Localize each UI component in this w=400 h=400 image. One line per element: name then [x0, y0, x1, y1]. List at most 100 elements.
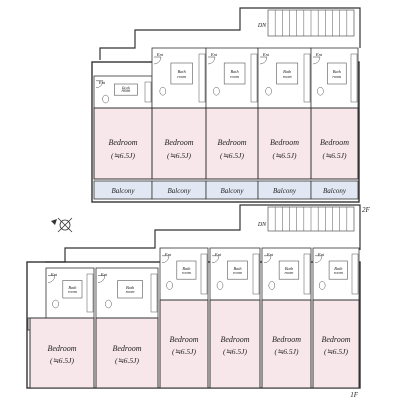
entrance-label: Ent	[214, 252, 222, 257]
door-swing-icon	[312, 56, 321, 65]
bathtub-icon	[114, 83, 138, 96]
bedroom-size: (≒6.5J)	[172, 347, 196, 356]
entrance-label: Ent	[317, 252, 325, 257]
bedroom	[29, 317, 95, 389]
bathtub-icon	[62, 280, 83, 299]
stair-label: DN	[257, 222, 267, 228]
bath-label: room	[68, 289, 77, 294]
entrance-label: Ent	[98, 80, 106, 85]
bath-label: Bath	[334, 266, 342, 271]
bedroom	[261, 299, 312, 389]
bathtub-icon	[176, 260, 197, 280]
bedroom-size: (≒6.5J)	[273, 151, 297, 160]
bath-label: Bath	[233, 266, 241, 271]
entrance-label: Ent	[156, 52, 164, 57]
door-swing-icon	[207, 56, 216, 65]
bathtub-icon	[227, 260, 248, 280]
sink-icon	[200, 253, 208, 295]
bedroom	[310, 107, 359, 180]
bedroom-label: Bedroom	[112, 344, 141, 353]
sink-icon	[351, 253, 359, 295]
door-swing-icon	[161, 255, 170, 264]
toilet-icon	[102, 94, 109, 104]
north-arrow-icon	[51, 217, 73, 233]
corridor-outline	[99, 7, 361, 60]
bathtub-icon	[327, 62, 347, 85]
sink-icon	[150, 273, 158, 313]
toilet-icon	[213, 86, 220, 96]
door-swing-icon	[263, 255, 272, 264]
bedroom-size: (≒6.5J)	[324, 347, 348, 356]
door-swing-icon	[211, 255, 220, 264]
bedroom-size: (≒6.5J)	[220, 151, 244, 160]
bedroom	[312, 299, 360, 389]
bedroom-label: Bedroom	[220, 335, 249, 344]
bedroom	[159, 299, 209, 389]
bedroom-label: Bedroom	[169, 335, 198, 344]
bedroom-label: Bedroom	[164, 138, 193, 147]
toilet-icon	[166, 281, 173, 290]
bedroom-size: (≒6.5J)	[323, 151, 347, 160]
entrance-label: Ent	[315, 52, 323, 57]
bedroom	[205, 107, 259, 180]
bathtub-icon	[276, 62, 299, 85]
toilet-icon	[52, 299, 59, 309]
door-swing-icon	[153, 56, 162, 65]
toilet-icon	[159, 86, 167, 96]
entrance-label: Ent	[210, 52, 218, 57]
bedroom-label: Bedroom	[47, 344, 76, 353]
bath-label: Bath	[182, 266, 190, 271]
sink-icon	[198, 53, 206, 103]
sink-icon	[252, 253, 260, 295]
bath-label: room	[230, 74, 239, 79]
bath-label: Bath	[333, 69, 341, 74]
bedroom	[95, 317, 159, 389]
bathtub-icon	[223, 62, 246, 85]
entrance-label: Ent	[50, 272, 58, 277]
bedroom-label: Bedroom	[320, 138, 349, 147]
bath-label: Bath	[126, 285, 134, 290]
bedroom-size: (≒6.5J)	[223, 347, 247, 356]
floor-1-plan: DNStoEntBathroomBedroom(≒6.5J)EntBathroo…	[26, 204, 361, 399]
bedroom	[257, 107, 312, 180]
bathtub-icon	[170, 62, 193, 85]
door-swing-icon	[97, 275, 106, 283]
bedroom-label: Bedroom	[272, 335, 301, 344]
entrance-label: Ent	[164, 252, 172, 257]
stair-icon	[267, 206, 355, 232]
bathtub-icon	[328, 260, 348, 280]
stair-icon	[267, 9, 355, 37]
bedroom-size: (≒6.5J)	[111, 151, 135, 160]
bath-label: room	[334, 270, 343, 275]
floor-label: 1F	[350, 391, 359, 399]
bathtub-icon	[278, 260, 300, 280]
bath-label: room	[332, 74, 341, 79]
bathtub-icon	[117, 280, 143, 299]
bedroom-size: (≒6.5J)	[115, 356, 139, 365]
balcony-label: Balcony	[323, 187, 347, 195]
bath-label: Bath	[178, 69, 186, 74]
sink-icon	[350, 53, 358, 103]
bath-label: room	[233, 270, 242, 275]
bath-label: Bath	[283, 69, 291, 74]
bath-label: room	[284, 270, 293, 275]
toilet-icon	[318, 281, 326, 290]
bedroom-label: Bedroom	[108, 138, 137, 147]
sink-icon	[303, 53, 311, 103]
bedroom-size: (≒6.5J)	[167, 151, 191, 160]
toilet-icon	[216, 281, 224, 290]
door-swing-icon	[259, 56, 268, 65]
